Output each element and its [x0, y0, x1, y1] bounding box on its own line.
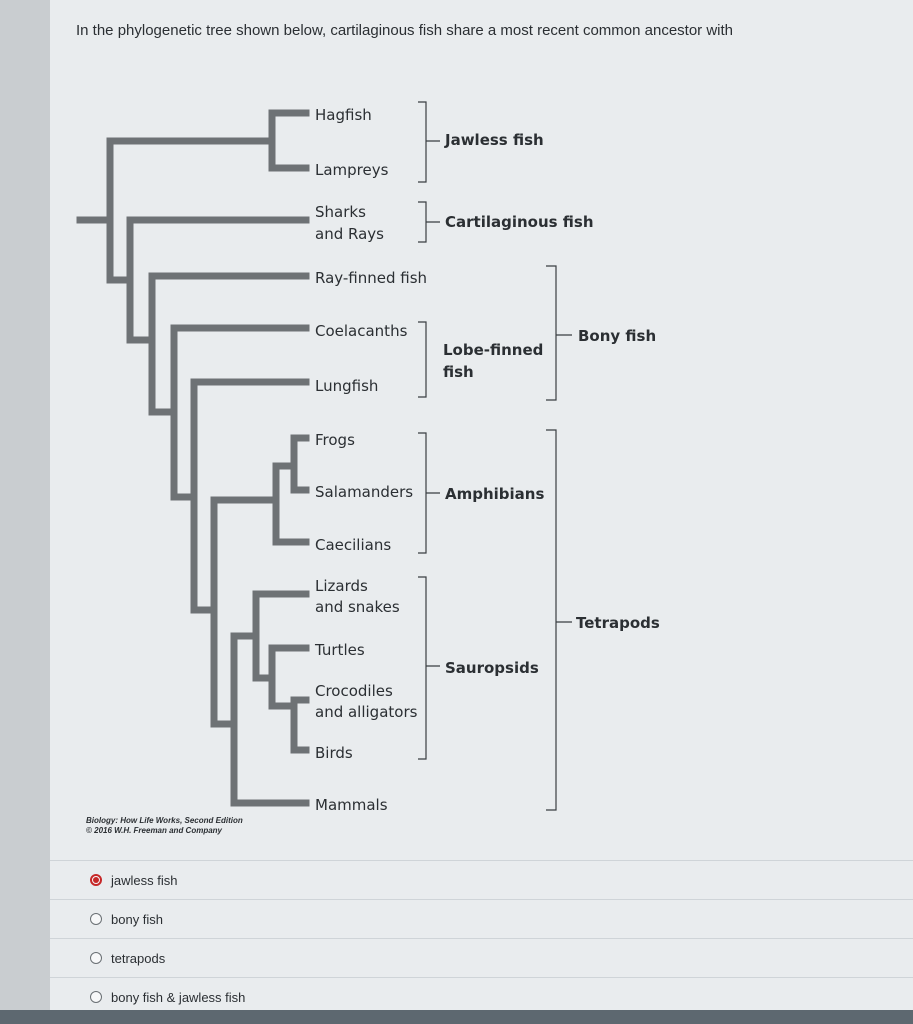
- option-bony-and-jawless-fish[interactable]: bony fish & jawless fish: [50, 977, 913, 1016]
- bracket-amphibians: [418, 432, 440, 554]
- option-tetrapods[interactable]: tetrapods: [50, 938, 913, 977]
- label-ray-finned: Ray-finned fish: [315, 269, 427, 287]
- radio-icon[interactable]: [90, 991, 102, 1003]
- label-lampreys: Lampreys: [315, 161, 389, 179]
- bracket-tetrapods: [546, 429, 572, 811]
- label-frogs: Frogs: [315, 431, 355, 449]
- group-cartilaginous-fish: Cartilaginous fish: [445, 213, 594, 231]
- group-amphibians: Amphibians: [445, 485, 544, 503]
- option-jawless-fish[interactable]: jawless fish: [50, 860, 913, 899]
- bracket-sauropsids: [418, 576, 440, 760]
- label-lizards: Lizards: [315, 577, 368, 595]
- label-lungfish: Lungfish: [315, 377, 378, 395]
- label-salamanders: Salamanders: [315, 483, 413, 501]
- bracket-bony: [546, 265, 572, 401]
- label-turtles: Turtles: [314, 641, 365, 659]
- group-sauropsids: Sauropsids: [445, 659, 539, 677]
- option-bony-fish[interactable]: bony fish: [50, 899, 913, 938]
- group-lobe-finned-fish: fish: [443, 363, 474, 381]
- option-label: bony fish & jawless fish: [111, 989, 246, 1005]
- credit-line-2: © 2016 W.H. Freeman and Company: [86, 826, 223, 835]
- credit-line-1: Biology: How Life Works, Second Edition: [86, 816, 243, 825]
- left-margin: [0, 0, 50, 1024]
- taxon-labels: Hagfish Lampreys Sharks and Rays Ray-fin…: [314, 106, 427, 814]
- tree-branches: [76, 109, 310, 807]
- label-snakes: and snakes: [315, 598, 400, 616]
- label-crocodiles: Crocodiles: [315, 682, 393, 700]
- answer-options: jawless fish bony fish tetrapods bony fi…: [50, 860, 913, 1016]
- group-lobe-finned: Lobe-finned: [443, 341, 543, 359]
- radio-icon[interactable]: [90, 952, 102, 964]
- group-jawless-fish: Jawless fish: [444, 131, 544, 149]
- question-text: In the phylogenetic tree shown below, ca…: [76, 22, 734, 39]
- label-coelacanths: Coelacanths: [315, 322, 408, 340]
- label-rays: and Rays: [315, 225, 384, 243]
- phylogenetic-tree: Hagfish Lampreys Sharks and Rays Ray-fin…: [76, 101, 660, 835]
- group-tetrapods: Tetrapods: [576, 614, 660, 632]
- bracket-jawless: [418, 101, 440, 183]
- bottom-bar: [0, 1010, 913, 1024]
- option-label: tetrapods: [111, 950, 166, 966]
- radio-selected-icon[interactable]: [90, 874, 102, 886]
- label-caecilians: Caecilians: [315, 536, 391, 554]
- group-labels: Jawless fish Cartilaginous fish Bony fis…: [443, 131, 660, 677]
- radio-icon[interactable]: [90, 913, 102, 925]
- label-mammals: Mammals: [315, 796, 388, 814]
- bracket-cartilaginous: [418, 201, 440, 243]
- bracket-lines: [418, 101, 572, 811]
- label-sharks: Sharks: [315, 203, 366, 221]
- bracket-lobe-finned: [418, 321, 427, 398]
- group-bony-fish: Bony fish: [578, 327, 656, 345]
- figure-credit: Biology: How Life Works, Second Edition …: [86, 816, 243, 835]
- label-hagfish: Hagfish: [315, 106, 372, 124]
- label-birds: Birds: [315, 744, 353, 762]
- option-label: jawless fish: [111, 872, 178, 888]
- label-alligators: and alligators: [315, 703, 418, 721]
- option-label: bony fish: [111, 911, 164, 927]
